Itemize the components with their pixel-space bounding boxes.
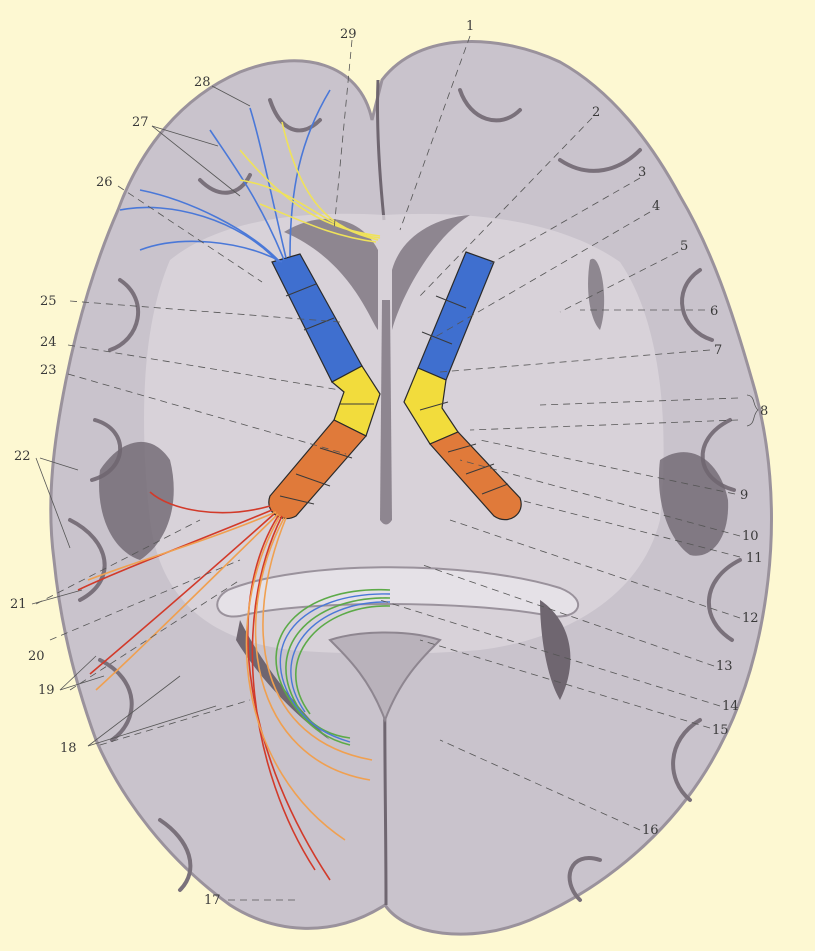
label-22: 22: [14, 449, 31, 464]
label-20: 20: [28, 649, 45, 664]
label-14: 14: [722, 699, 739, 714]
label-23: 23: [40, 363, 57, 378]
label-8: 8: [760, 404, 768, 419]
label-27: 27: [132, 115, 149, 130]
label-10: 10: [742, 529, 759, 544]
label-6: 6: [710, 304, 718, 319]
label-25: 25: [40, 294, 57, 309]
third-ventricle: [380, 300, 392, 525]
label-13: 13: [716, 659, 733, 674]
label-7: 7: [714, 343, 722, 358]
label-28: 28: [194, 75, 211, 90]
label-12: 12: [742, 611, 759, 626]
label-29: 29: [340, 27, 357, 42]
label-4: 4: [652, 199, 660, 214]
label-1: 1: [466, 19, 474, 34]
label-21: 21: [10, 597, 27, 612]
label-3: 3: [638, 165, 646, 180]
label-9: 9: [740, 488, 748, 503]
label-18: 18: [60, 741, 77, 756]
label-16: 16: [642, 823, 659, 838]
label-26: 26: [96, 175, 113, 190]
label-2: 2: [592, 105, 600, 120]
label-19: 19: [38, 683, 55, 698]
label-5: 5: [680, 239, 688, 254]
label-15: 15: [712, 723, 729, 738]
label-24: 24: [40, 335, 57, 350]
label-11: 11: [746, 551, 763, 566]
label-17: 17: [204, 893, 221, 908]
